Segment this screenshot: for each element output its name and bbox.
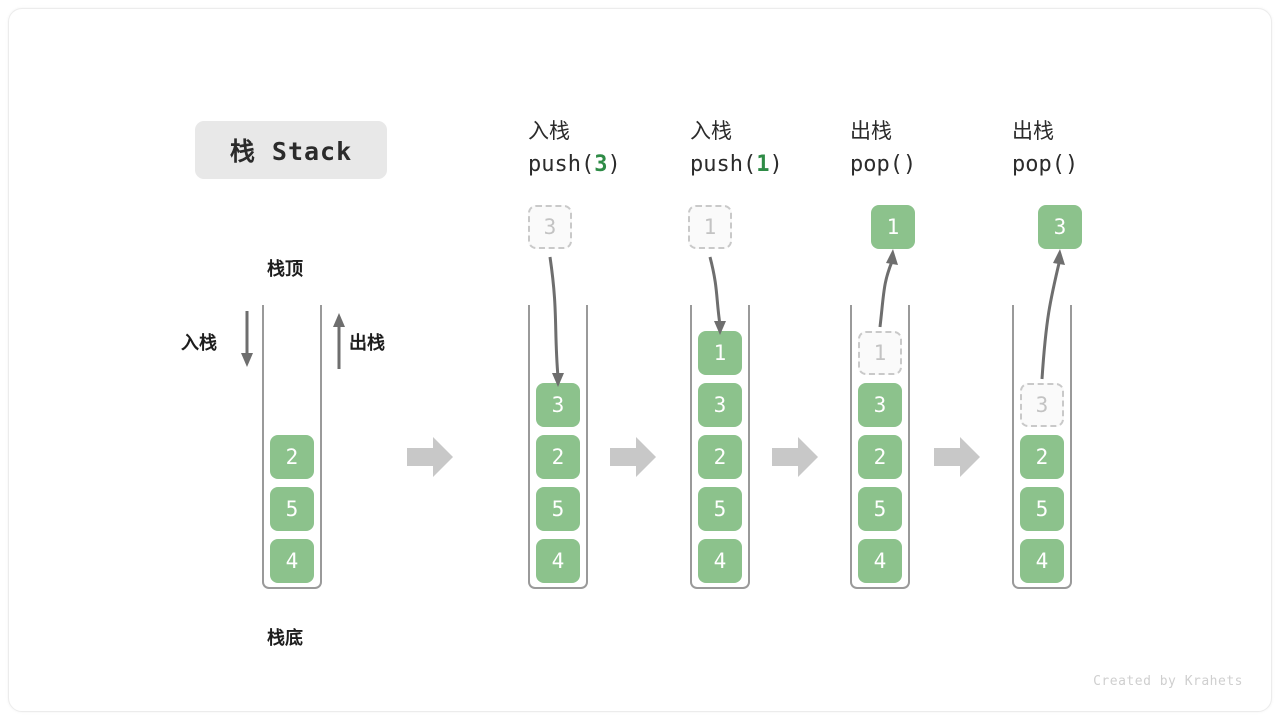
- page-title: 栈 Stack: [229, 137, 353, 166]
- pop-direction-label: 出栈: [349, 333, 385, 354]
- stack-top-label: 栈顶: [267, 259, 303, 280]
- stack-container-initial: [262, 305, 322, 589]
- step-op-code: pop(): [850, 152, 917, 177]
- stack-cell: 1: [698, 331, 742, 375]
- stack-elements-step-1: 3 2 5 4: [528, 305, 588, 589]
- floating-element-1: 3: [528, 205, 572, 249]
- stack-cell: 2: [1020, 435, 1064, 479]
- push-direction-label: 入栈: [181, 333, 217, 354]
- title-badge: 栈 Stack: [195, 121, 387, 179]
- stack-cell: 2: [270, 435, 314, 479]
- stack-elements-step-4: 3 2 5 4: [1012, 305, 1072, 589]
- pop-direction-arrow-icon: [333, 313, 345, 369]
- stack-cell: 3: [698, 383, 742, 427]
- step-op-code: push(3): [528, 152, 621, 177]
- stack-elements-step-2: 1 3 2 5 4: [690, 305, 750, 589]
- floating-element-3: 1: [871, 205, 915, 249]
- step-transition-arrow-icon: [934, 437, 980, 477]
- floating-element-2: 1: [688, 205, 732, 249]
- stack-cell: 4: [698, 539, 742, 583]
- motion-arrow-4-icon: [1040, 249, 1065, 380]
- step-header-2: 入栈 push(1): [690, 114, 783, 182]
- step-transition-arrow-icon: [772, 437, 818, 477]
- step-op-name: 入栈: [528, 119, 570, 143]
- stack-cell: 5: [858, 487, 902, 531]
- stack-cell-ghost: 3: [1020, 383, 1064, 427]
- stack-cell: 4: [1020, 539, 1064, 583]
- footer-credit: Created by Krahets: [1093, 674, 1243, 689]
- step-op-code: pop(): [1012, 152, 1079, 177]
- step-header-4: 出栈 pop(): [1012, 114, 1078, 182]
- motion-arrow-2-icon: [708, 256, 726, 335]
- stack-container-step-2: [690, 305, 750, 589]
- stack-cell-ghost: 1: [858, 331, 902, 375]
- step-transition-arrow-icon: [610, 437, 656, 477]
- stack-cell: 3: [858, 383, 902, 427]
- step-op-argument: 1: [756, 152, 770, 177]
- step-op-code: push(1): [690, 152, 783, 177]
- stack-container-step-4: [1012, 305, 1072, 589]
- push-direction-arrow-icon: [241, 311, 253, 367]
- stack-cell: 2: [698, 435, 742, 479]
- stack-bottom-label: 栈底: [267, 628, 303, 649]
- stack-cell: 2: [536, 435, 580, 479]
- stack-cell: 5: [1020, 487, 1064, 531]
- motion-arrow-3-icon: [878, 249, 898, 328]
- step-header-3: 出栈 pop(): [850, 114, 916, 182]
- step-op-name: 入栈: [690, 119, 732, 143]
- step-op-name: 出栈: [1012, 119, 1054, 143]
- stack-container-step-1: [528, 305, 588, 589]
- floating-element-4: 3: [1038, 205, 1082, 249]
- motion-arrow-1-icon: [548, 256, 564, 387]
- step-header-1: 入栈 push(3): [528, 114, 621, 182]
- stack-cell: 5: [270, 487, 314, 531]
- step-op-argument: 3: [594, 152, 608, 177]
- stack-cell: 4: [270, 539, 314, 583]
- stack-elements-step-3: 1 3 2 5 4: [850, 305, 910, 589]
- stack-cell: 3: [536, 383, 580, 427]
- stack-cell: 5: [698, 487, 742, 531]
- stack-container-step-3: [850, 305, 910, 589]
- stack-elements-initial: 2 5 4: [262, 305, 322, 589]
- stack-cell: 2: [858, 435, 902, 479]
- stack-cell: 4: [858, 539, 902, 583]
- step-op-name: 出栈: [850, 119, 892, 143]
- step-transition-arrow-icon: [407, 437, 453, 477]
- stack-cell: 5: [536, 487, 580, 531]
- stack-cell: 4: [536, 539, 580, 583]
